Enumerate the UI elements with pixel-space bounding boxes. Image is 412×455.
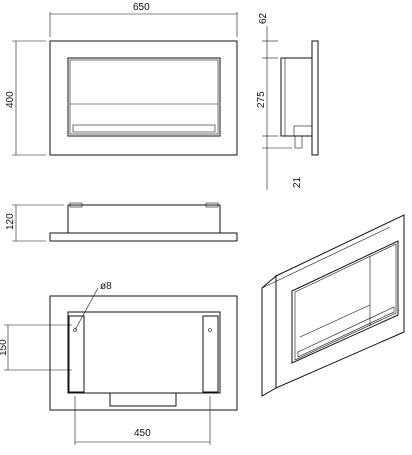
back-bracket-right	[202, 315, 219, 393]
isometric-view	[261, 214, 405, 397]
front-burner-tray	[72, 124, 216, 133]
dim-back-width: 450	[134, 428, 151, 439]
dim-front-width: 650	[133, 2, 150, 13]
back-frame	[49, 295, 238, 411]
top-view: 120	[5, 202, 238, 242]
front-opening-outer	[67, 57, 221, 137]
dim-side-opening: 275	[256, 91, 267, 108]
dim-front-height: 400	[5, 91, 16, 108]
iso-frame-face	[275, 214, 405, 389]
back-body	[67, 311, 221, 394]
iso-opening	[291, 240, 399, 364]
top-frame	[49, 232, 238, 242]
dim-side-bottom: 21	[292, 176, 303, 188]
iso-burner	[297, 306, 395, 358]
dim-top-height: 120	[5, 213, 16, 230]
iso-side-face	[261, 274, 277, 397]
back-bottom-plate	[109, 392, 177, 407]
dim-back-spacing: 150	[0, 339, 9, 356]
back-view: ø8 150 450	[0, 281, 238, 445]
side-body	[280, 57, 313, 137]
side-panel	[311, 40, 319, 156]
side-bracket	[294, 135, 303, 149]
dim-side-top: 62	[258, 12, 269, 24]
top-body	[67, 204, 221, 234]
back-bracket-left	[68, 315, 85, 393]
dim-hole-diameter: ø8	[100, 281, 112, 292]
front-view: 650 400	[5, 2, 238, 156]
front-frame	[49, 40, 238, 156]
side-tray	[293, 125, 313, 137]
iso-opening-inner	[294, 243, 397, 361]
side-view: 62 275 21	[256, 12, 319, 190]
front-opening-inner	[69, 59, 219, 135]
